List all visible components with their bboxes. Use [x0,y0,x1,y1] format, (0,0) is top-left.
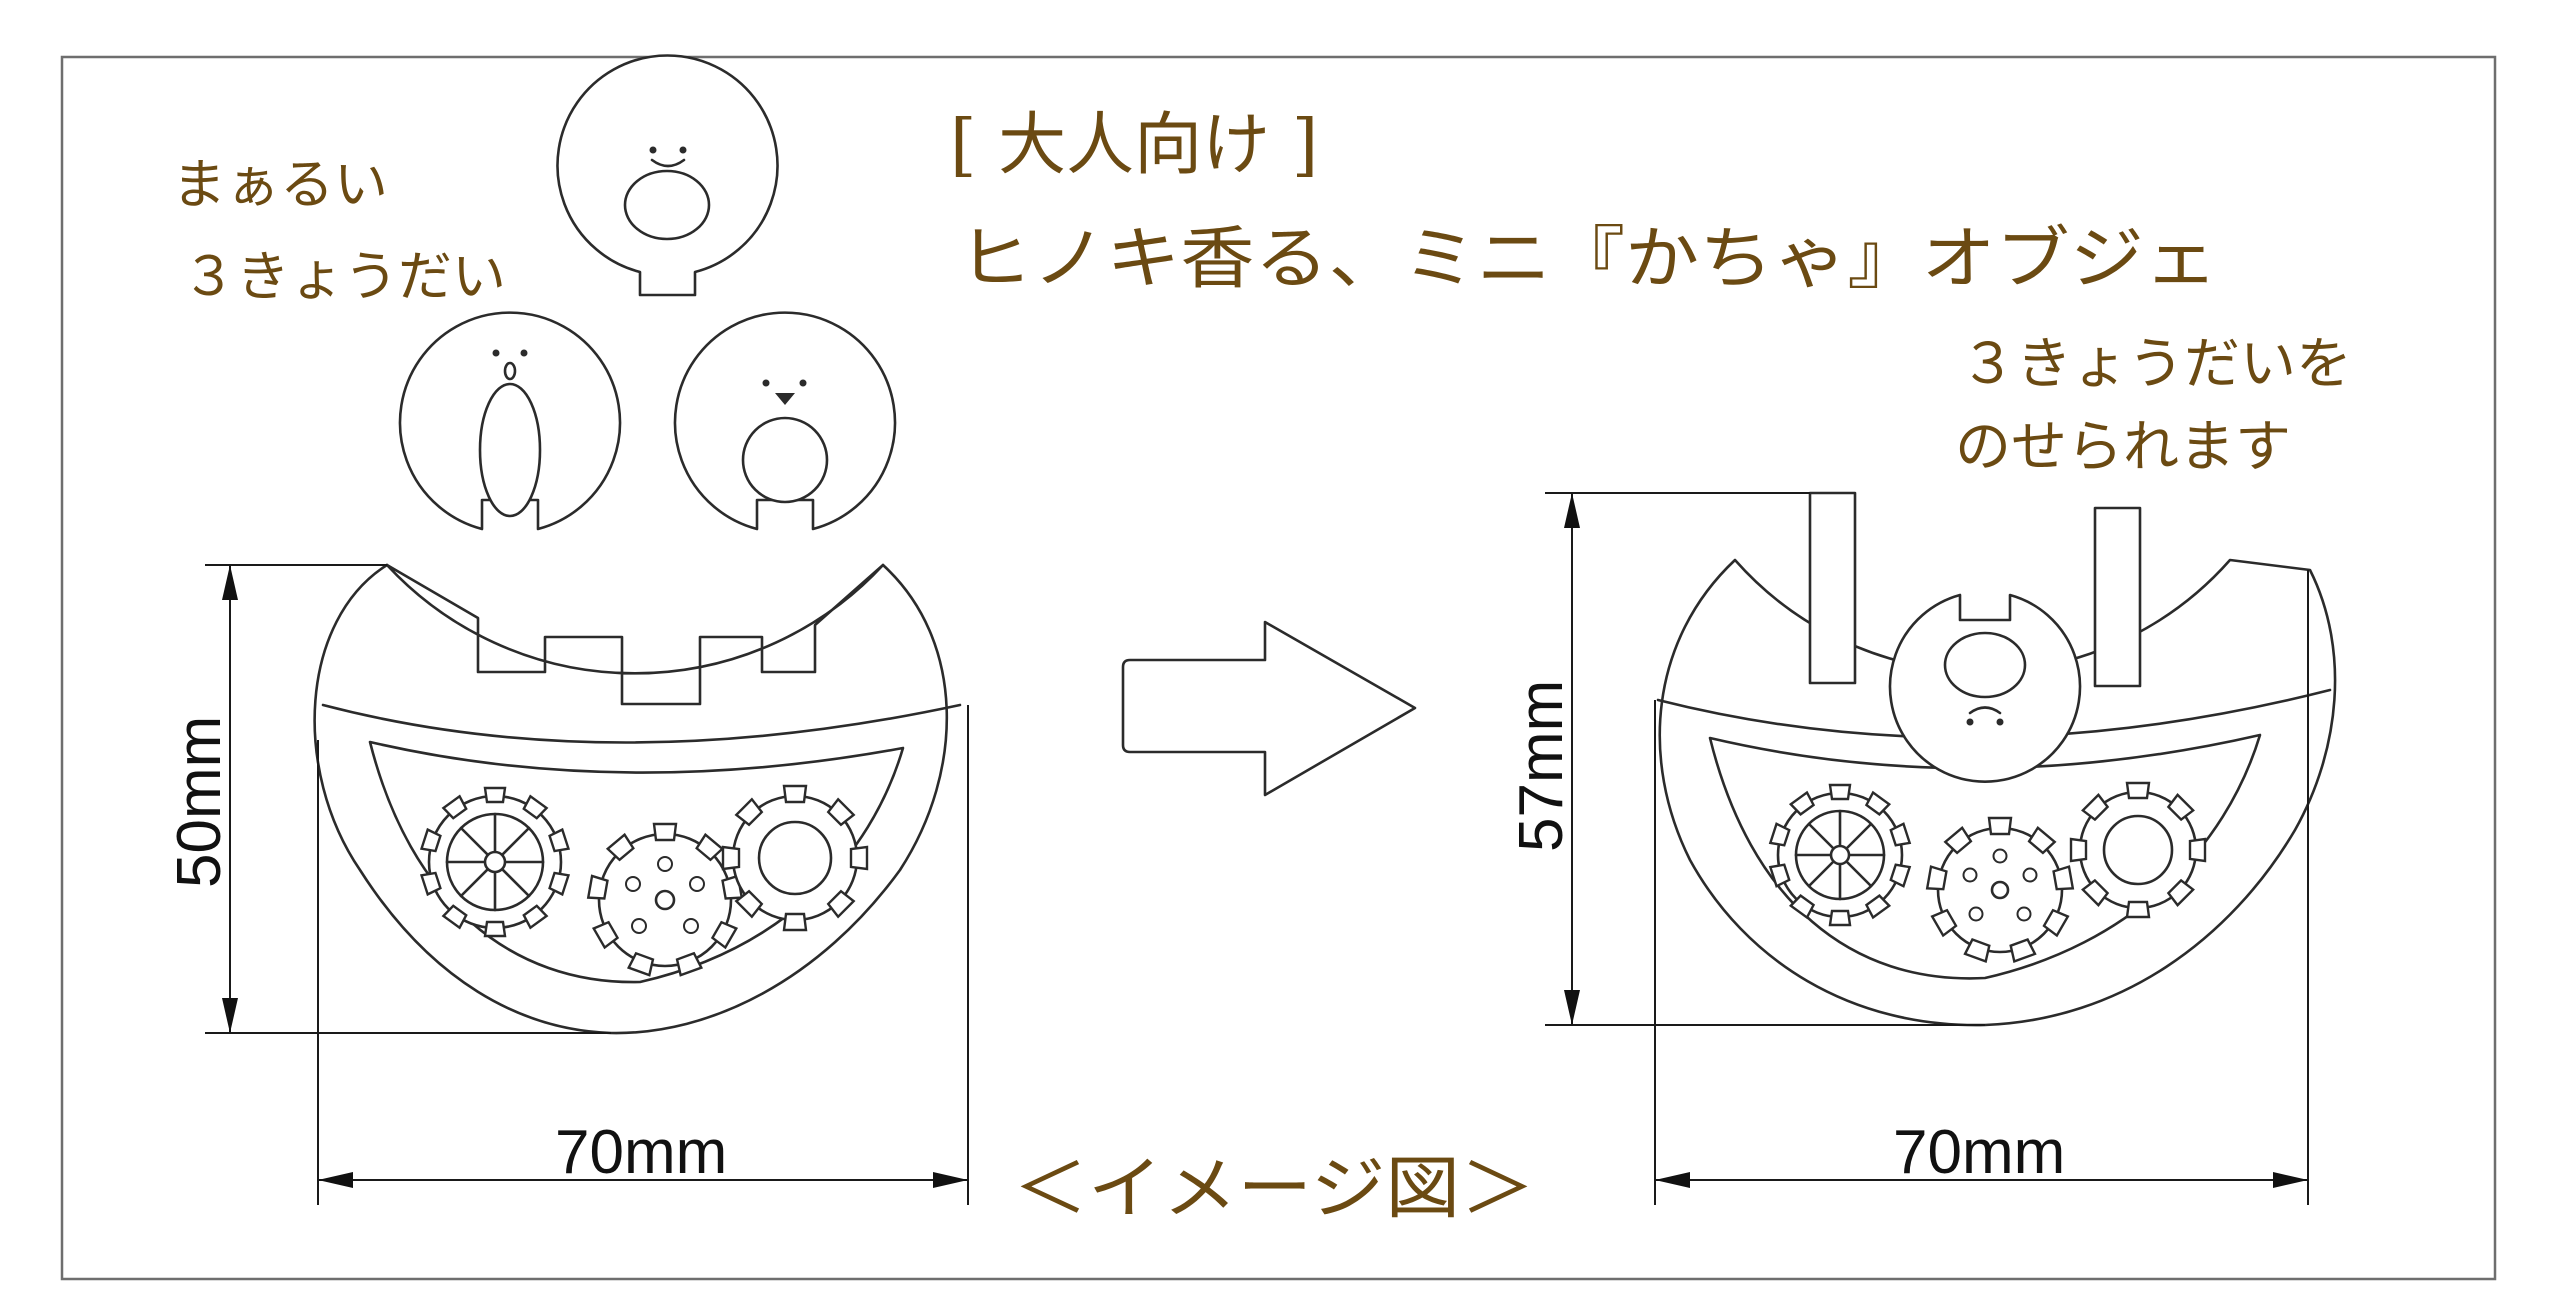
title-tag: [ 大人向け ] [950,106,1318,185]
left-post [1808,491,1857,685]
gear-icon [419,784,869,977]
left-width-dimension: 70mm [317,705,969,1205]
bird-face-icon [673,311,897,531]
gear-icon [1768,781,2207,964]
caption-left-line1: まぁるい [172,153,388,216]
right-height-dimension: 57mm [1507,492,1985,1026]
outer-frame [60,55,2497,1281]
right-height-label: 57mm [1507,680,1576,852]
right-arrow-icon [1121,620,1417,797]
caption-left-line2: ３きょうだい [182,245,506,308]
smile-face-icon [556,54,779,297]
left-width-label: 70mm [555,1118,727,1187]
figure-caption: ＜イメージ図＞ [1013,1150,1535,1229]
caption-right-line2: のせられます [1955,415,2291,480]
title-main: ヒノキ香る、ミニ『かちゃ』オブジェ [958,220,2218,299]
right-width-label: 70mm [1893,1118,2065,1187]
left-height-dimension: 50mm [165,564,611,1034]
smile-face-icon [1888,593,2082,783]
left-height-label: 50mm [165,716,234,888]
surprised-face-icon [398,311,622,531]
right-width-dimension: 70mm [1654,570,2309,1205]
right-post [2093,506,2142,688]
caption-right-line1: ３きょうだいを [1960,332,2352,397]
